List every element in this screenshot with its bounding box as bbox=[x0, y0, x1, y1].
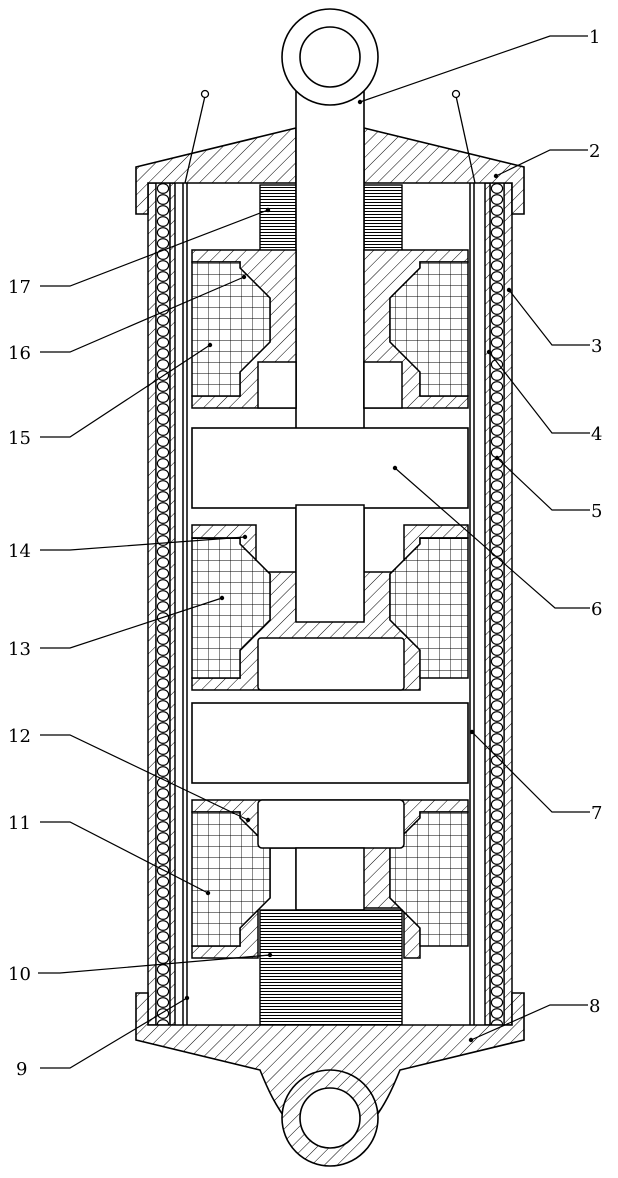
lower-recess bbox=[258, 800, 404, 848]
label-5: 5 bbox=[591, 501, 602, 522]
lower-spring bbox=[260, 910, 402, 1026]
label-14: 14 bbox=[8, 541, 31, 562]
label-6: 6 bbox=[591, 599, 602, 620]
label-11: 11 bbox=[8, 813, 31, 834]
label-13: 13 bbox=[8, 639, 31, 660]
outer-tube-wall-left bbox=[148, 183, 156, 1025]
label-8: 8 bbox=[589, 996, 600, 1017]
middle-recess bbox=[258, 638, 404, 690]
label-4: 4 bbox=[591, 424, 602, 445]
rod-lower-end bbox=[296, 505, 364, 622]
leader-3 bbox=[509, 290, 590, 345]
outer-tube-wall-right bbox=[504, 183, 512, 1025]
label-3: 3 bbox=[591, 336, 602, 357]
leader-15 bbox=[40, 345, 210, 437]
label-10: 10 bbox=[8, 964, 31, 985]
label-17: 17 bbox=[8, 277, 31, 298]
upper-recess-right bbox=[364, 362, 402, 408]
inner-tube-wall-left bbox=[170, 183, 175, 1025]
upper-recess-left bbox=[258, 362, 296, 408]
label-2: 2 bbox=[589, 141, 600, 162]
wire-left-terminal bbox=[202, 91, 209, 98]
inner-tube-wall-right bbox=[485, 183, 490, 1025]
label-15: 15 bbox=[8, 428, 31, 449]
wire-right-terminal bbox=[453, 91, 460, 98]
floating-block bbox=[192, 703, 468, 783]
middle-damper bbox=[192, 505, 468, 690]
label-7: 7 bbox=[591, 803, 602, 824]
label-9: 9 bbox=[16, 1059, 27, 1080]
label-1: 1 bbox=[589, 27, 600, 48]
bottom-eye-inner bbox=[300, 1088, 360, 1148]
lower-spring-stack bbox=[260, 910, 402, 1026]
top-eye-inner bbox=[300, 27, 360, 87]
leader-1 bbox=[360, 36, 588, 102]
ball-column-right bbox=[490, 183, 504, 1025]
label-16: 16 bbox=[8, 343, 31, 364]
label-12: 12 bbox=[8, 726, 31, 747]
lower-stem bbox=[296, 848, 364, 910]
